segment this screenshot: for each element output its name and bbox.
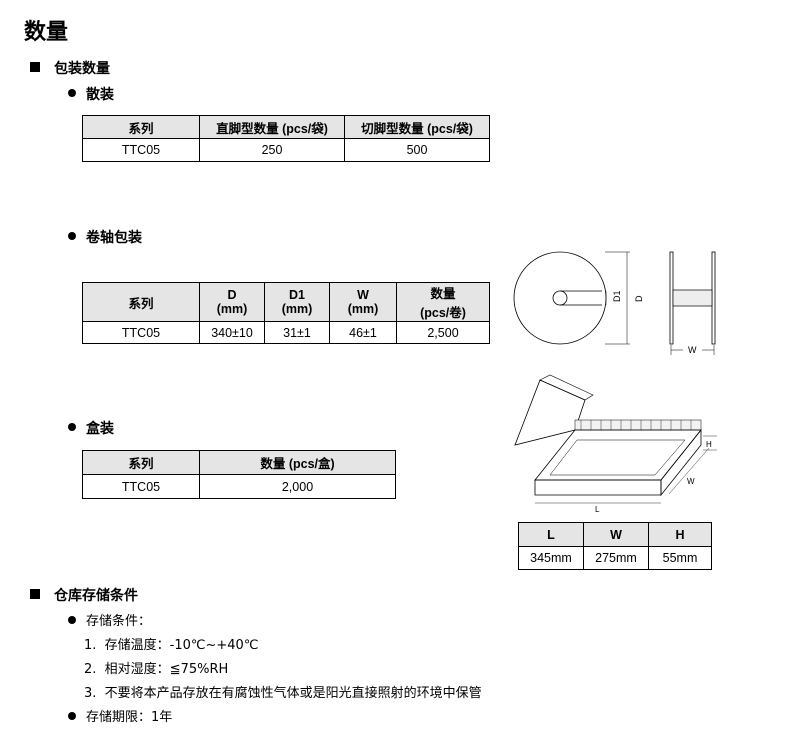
table-cell: 275mm bbox=[583, 546, 649, 570]
list-item-text: 存储温度：-10℃~+40℃ bbox=[104, 638, 259, 653]
reel-heading-text: 卷轴包装 bbox=[86, 230, 142, 246]
box-tray-top bbox=[534, 429, 702, 481]
storage-conditions-label: 存储条件： bbox=[68, 610, 151, 629]
header-line-1: D1 bbox=[289, 288, 305, 302]
round-bullet-icon bbox=[68, 615, 76, 624]
reel-table: 系列 D (mm) D1 (mm) W (mm) 数量 (pcs/卷) TTC0… bbox=[82, 282, 490, 344]
header-line-2: (mm) bbox=[347, 302, 379, 316]
table-header-row: 系列 直脚型数量 (pcs/袋) 切脚型数量 (pcs/袋) bbox=[82, 115, 490, 139]
table-header-cell: 数量 (pcs/卷) bbox=[396, 282, 490, 322]
header-line-1: 数量 bbox=[430, 287, 456, 301]
table-header-cell: W (mm) bbox=[329, 282, 397, 322]
table-cell: 250 bbox=[199, 138, 345, 162]
reel-hub-circle bbox=[552, 290, 568, 306]
table-header-cell: D1 (mm) bbox=[264, 282, 330, 322]
d1-label: D1 bbox=[612, 290, 622, 302]
storage-heading-text: 仓库存储条件 bbox=[54, 588, 138, 604]
table-header-row: 系列 数量 (pcs/盒) bbox=[82, 450, 396, 475]
box-products bbox=[574, 419, 702, 431]
table-header-cell: D (mm) bbox=[199, 282, 265, 322]
round-bullet-icon bbox=[68, 423, 76, 431]
table-cell: 2,000 bbox=[199, 474, 396, 499]
list-item-number: 2. bbox=[84, 662, 97, 677]
table-header-cell: 系列 bbox=[82, 450, 200, 475]
bulk-heading-text: 散装 bbox=[86, 87, 114, 103]
table-header-cell: H bbox=[648, 522, 712, 547]
storage-heading: 仓库存储条件 bbox=[30, 585, 138, 605]
table-header-cell: 直脚型数量 (pcs/袋) bbox=[199, 115, 345, 139]
table-header-cell: 系列 bbox=[82, 115, 200, 139]
reel-outer-circle bbox=[513, 251, 607, 345]
header-line-1: D bbox=[227, 288, 237, 302]
table-header-cell: 切脚型数量 (pcs/袋) bbox=[344, 115, 490, 139]
reel-heading: 卷轴包装 bbox=[68, 227, 142, 247]
table-header-row: 系列 D (mm) D1 (mm) W (mm) 数量 (pcs/卷) bbox=[82, 282, 490, 322]
list-item-number: 3. bbox=[84, 686, 97, 701]
h-label: H bbox=[706, 440, 712, 449]
list-item: 2. 相对湿度：≦75%RH bbox=[84, 658, 228, 677]
bulk-heading: 散装 bbox=[68, 84, 114, 104]
table-cell: 500 bbox=[344, 138, 490, 162]
box-tray-front bbox=[534, 479, 662, 496]
table-cell: TTC05 bbox=[82, 321, 200, 344]
table-row: 345mm 275mm 55mm bbox=[518, 546, 712, 570]
list-item: 3. 不要将本产品存放在有腐蚀性气体或是阳光直接照射的环境中保管 bbox=[84, 682, 482, 701]
table-header-cell: L bbox=[518, 522, 584, 547]
table-cell: 340±10 bbox=[199, 321, 265, 344]
w-label: W bbox=[687, 477, 695, 486]
table-cell: 55mm bbox=[648, 546, 712, 570]
table-cell: 46±1 bbox=[329, 321, 397, 344]
table-row: TTC05 250 500 bbox=[82, 138, 490, 162]
table-header-cell: 数量 (pcs/盒) bbox=[199, 450, 396, 475]
storage-period: 存储期限：1年 bbox=[68, 706, 172, 725]
box-diagram: H W L bbox=[514, 374, 717, 514]
table-cell: 2,500 bbox=[396, 321, 490, 344]
header-line-2: (mm) bbox=[216, 302, 248, 316]
table-cell: 31±1 bbox=[264, 321, 330, 344]
header-line-2: (mm) bbox=[281, 302, 313, 316]
table-header-cell: W bbox=[583, 522, 649, 547]
table-row: TTC05 2,000 bbox=[82, 474, 396, 499]
header-line-2: (pcs/卷) bbox=[420, 306, 466, 320]
table-row: TTC05 340±10 31±1 46±1 2,500 bbox=[82, 321, 490, 344]
table-cell: 345mm bbox=[518, 546, 584, 570]
storage-conditions-text: 存储条件： bbox=[86, 614, 152, 629]
list-item: 1. 存储温度：-10℃~+40℃ bbox=[84, 634, 258, 653]
list-item-text: 相对湿度：≦75%RH bbox=[104, 662, 229, 677]
reel-diagram: D1 D W bbox=[513, 251, 716, 355]
table-header-cell: 系列 bbox=[82, 282, 200, 322]
box-lid bbox=[514, 379, 586, 446]
list-item-number: 1. bbox=[84, 638, 97, 653]
page-title: 数量 bbox=[24, 20, 69, 45]
reel-flange-right bbox=[711, 251, 716, 345]
square-bullet-icon bbox=[30, 62, 40, 72]
storage-period-text: 存储期限：1年 bbox=[86, 710, 173, 725]
table-header-row: L W H bbox=[518, 522, 712, 547]
box-heading: 盒装 bbox=[68, 418, 114, 438]
packaging-heading-text: 包装数量 bbox=[54, 61, 110, 77]
packaging-heading: 包装数量 bbox=[30, 58, 110, 78]
square-bullet-icon bbox=[30, 589, 40, 599]
box-heading-text: 盒装 bbox=[86, 421, 114, 437]
box-dimension-table: L W H 345mm 275mm 55mm bbox=[518, 522, 712, 570]
table-cell: TTC05 bbox=[82, 138, 200, 162]
list-item-text: 不要将本产品存放在有腐蚀性气体或是阳光直接照射的环境中保管 bbox=[104, 686, 482, 701]
table-cell: TTC05 bbox=[82, 474, 200, 499]
box-table: 系列 数量 (pcs/盒) TTC05 2,000 bbox=[82, 450, 396, 499]
reel-hub-side bbox=[672, 289, 713, 307]
bulk-table: 系列 直脚型数量 (pcs/袋) 切脚型数量 (pcs/袋) TTC05 250… bbox=[82, 115, 490, 162]
round-bullet-icon bbox=[68, 232, 76, 240]
l-label: L bbox=[595, 505, 600, 514]
header-line-1: W bbox=[357, 288, 369, 302]
box-tray-side bbox=[660, 428, 702, 497]
header-line-1: 系列 bbox=[128, 296, 154, 311]
round-bullet-icon bbox=[68, 711, 76, 720]
d-label: D bbox=[634, 295, 644, 302]
w-label: W bbox=[688, 345, 697, 355]
round-bullet-icon bbox=[68, 89, 76, 97]
reel-flange-left bbox=[669, 251, 674, 345]
